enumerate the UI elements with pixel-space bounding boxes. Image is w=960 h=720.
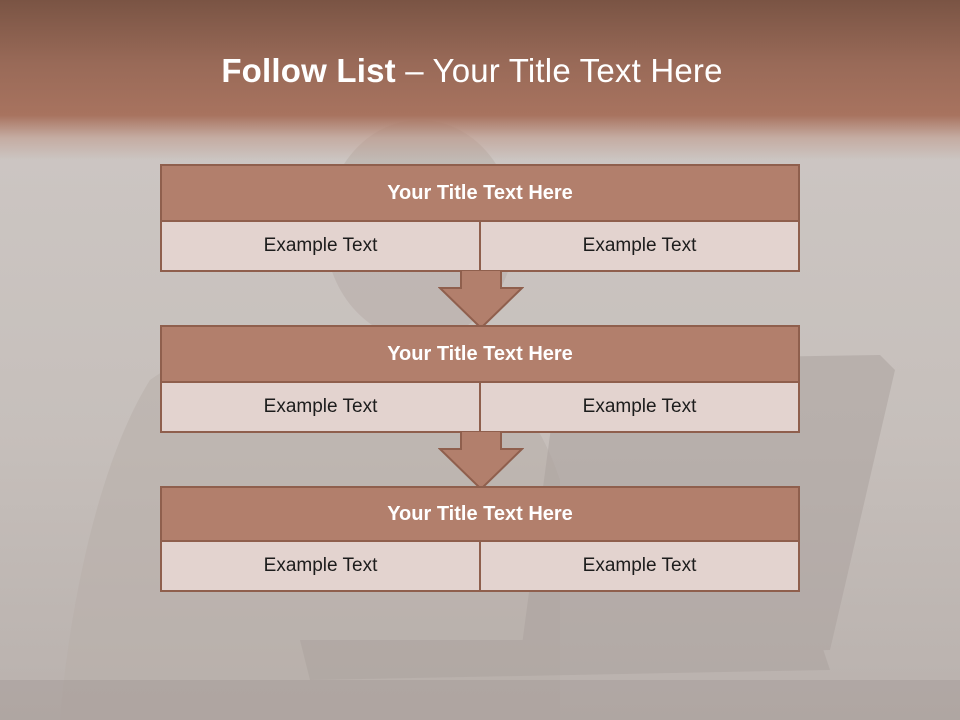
header-band [0, 0, 960, 160]
flow-block-title: Your Title Text Here [160, 164, 800, 222]
flow-block-cell: Example Text [479, 383, 798, 431]
flow-block-cell: Example Text [263, 555, 378, 576]
flow-block-title: Your Title Text Here [160, 486, 800, 542]
flow-block-2: Your Title Text Here Example Text Exampl… [160, 325, 800, 433]
flow-block-1: Your Title Text Here Example Text Exampl… [160, 164, 800, 272]
flow-block-row: Example Text Example Text [160, 222, 800, 272]
flow-block-cell: Example Text [263, 235, 378, 256]
down-arrow-icon [438, 270, 524, 330]
flow-block-cell: Example Text [479, 542, 798, 590]
slide-title-bold: Follow List [221, 52, 396, 89]
flow-block-cell: Example Text [263, 396, 378, 417]
flow-block-row: Example Text Example Text [160, 542, 800, 592]
flow-block-row: Example Text Example Text [160, 383, 800, 433]
down-arrow-icon [438, 431, 524, 491]
flow-block-3: Your Title Text Here Example Text Exampl… [160, 486, 800, 592]
flow-block-title: Your Title Text Here [160, 325, 800, 383]
flow-block-cell: Example Text [479, 222, 798, 270]
slide-title: Follow List – Your Title Text Here [0, 52, 944, 90]
slide-title-rest: – Your Title Text Here [395, 52, 723, 89]
